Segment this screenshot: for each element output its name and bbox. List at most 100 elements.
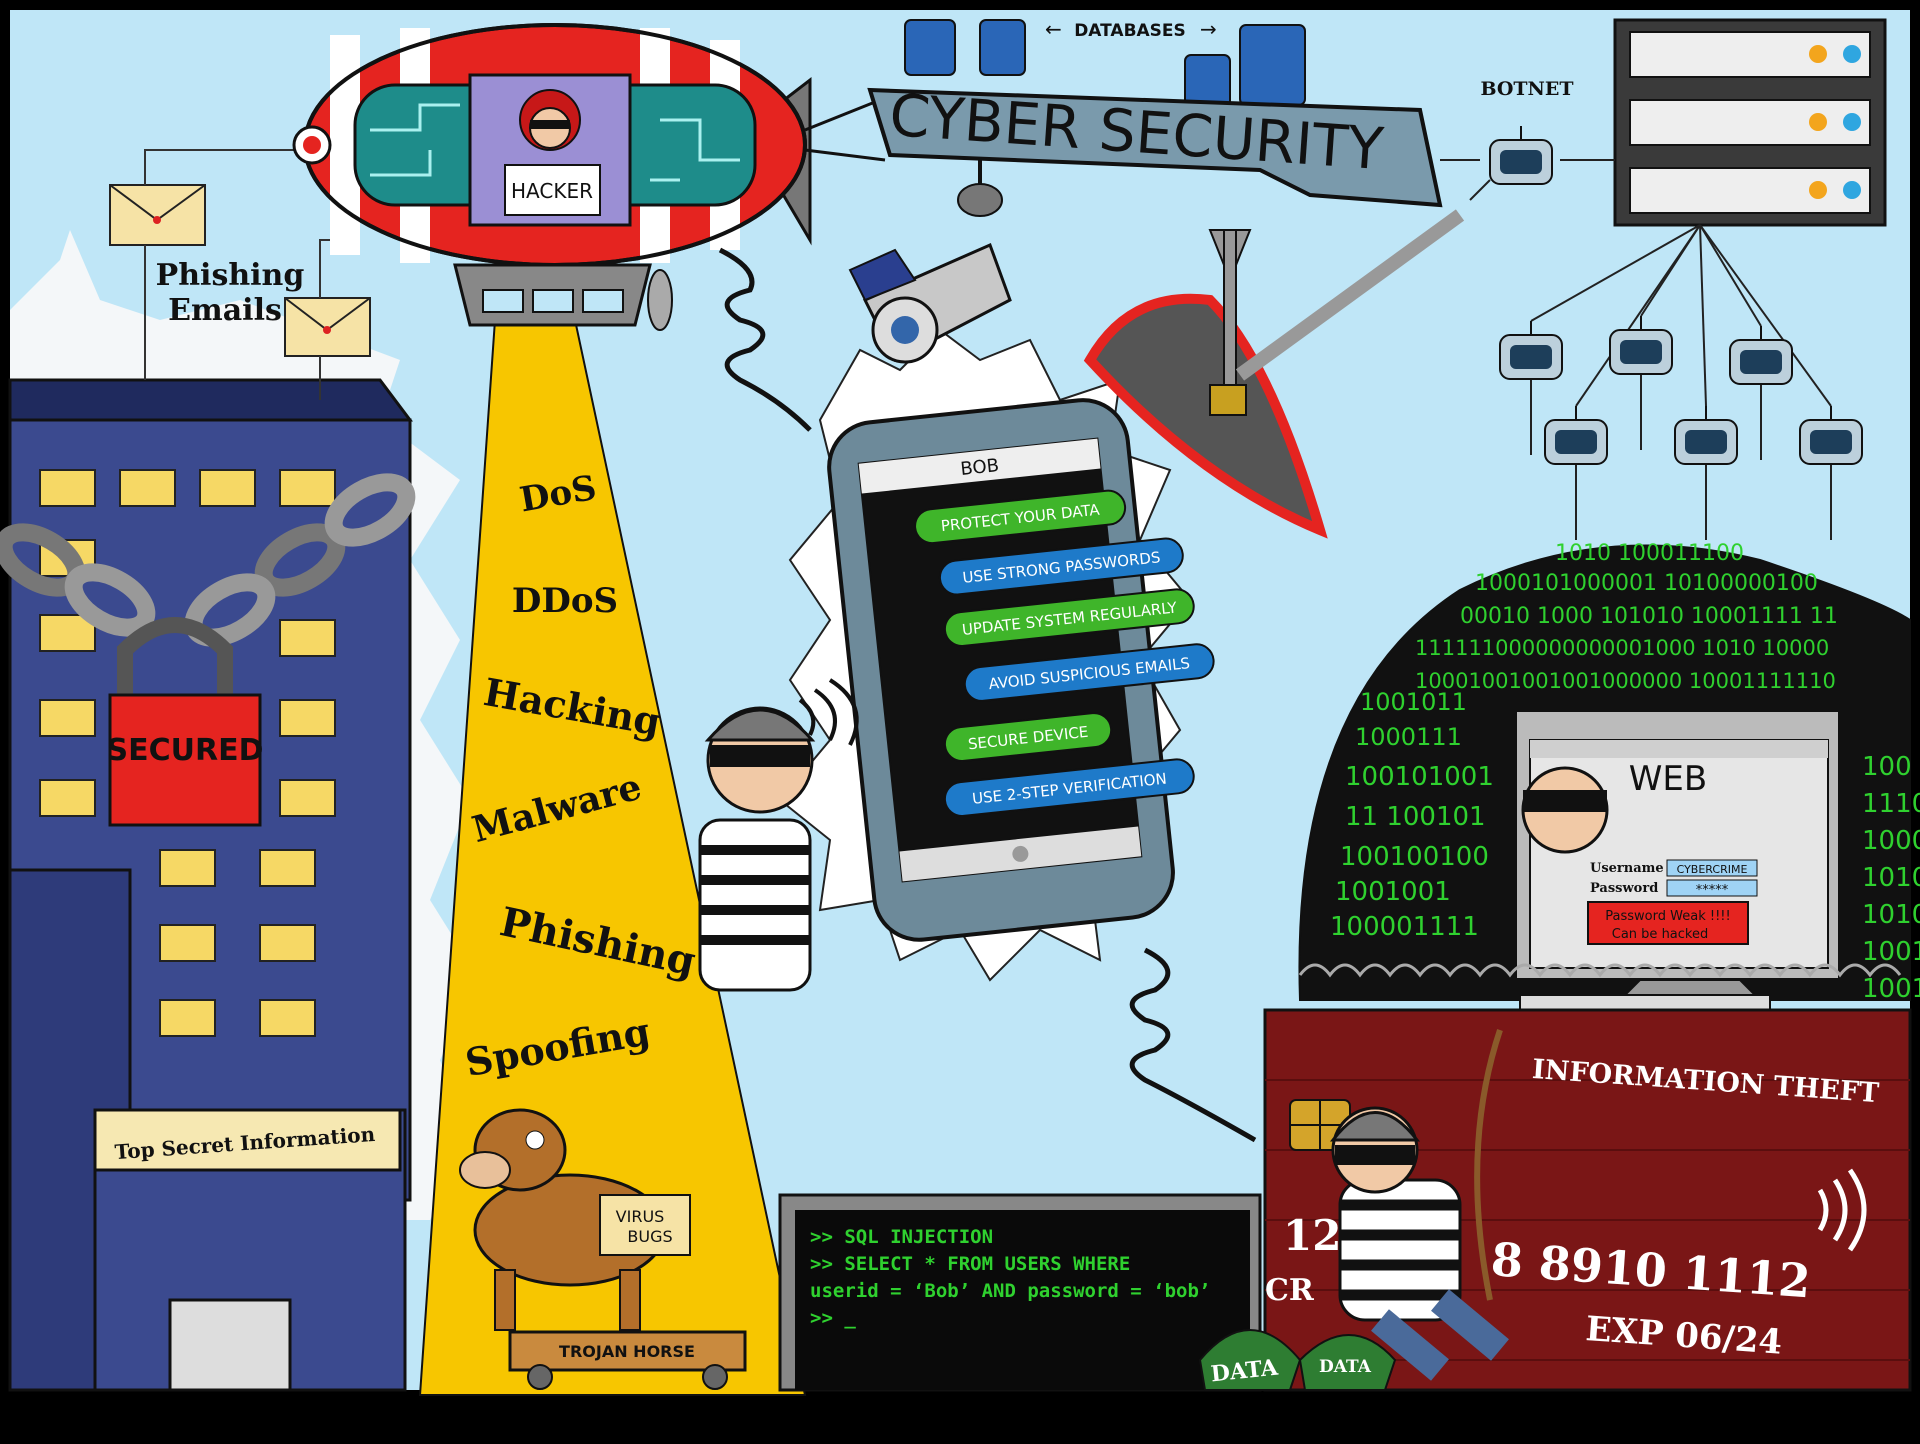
web-monitor: WEB Username CYBERCRIME Password ***** P… xyxy=(1513,708,1856,1054)
secured-label: SECURED xyxy=(107,733,264,768)
robot-bot-icon xyxy=(1489,126,1553,185)
window xyxy=(39,779,96,817)
robot-bot-icon xyxy=(1499,321,1563,380)
binary-line: 100100100 xyxy=(1340,842,1489,872)
window xyxy=(39,469,96,507)
robot-bot-icon xyxy=(1544,406,1608,465)
top-secret-sign: Top Secret Information xyxy=(93,1108,402,1172)
botnet-label: BOTNET xyxy=(1480,78,1573,100)
binary-line: 100101001 xyxy=(1345,762,1494,792)
window xyxy=(199,469,256,507)
window xyxy=(259,849,316,887)
binary-line: 1001001 xyxy=(1335,877,1451,907)
binary-line: 1001 xyxy=(1862,937,1920,967)
warning-box xyxy=(1587,901,1749,945)
robot-wire xyxy=(1699,224,1832,407)
binary-line: 10001001001001000000 10001111110 xyxy=(1415,669,1836,693)
card-cr: CR xyxy=(1265,1273,1315,1308)
phishing-emails-line2: Emails xyxy=(168,293,282,328)
robot-bot-icon xyxy=(1799,406,1863,465)
terminal-line: userid = ‘Bob’ AND password = ‘bob’ xyxy=(810,1280,1210,1302)
binary-line: 100 xyxy=(1862,752,1912,782)
barbed-wire xyxy=(1298,963,1902,978)
email-wires xyxy=(144,149,360,400)
window xyxy=(279,469,336,507)
window xyxy=(259,924,316,962)
phone-contact: BOB xyxy=(960,455,1001,480)
binary-line: 1000 xyxy=(1862,826,1920,856)
robot-wire xyxy=(1699,224,1762,327)
card-number-left: 12 xyxy=(1283,1211,1341,1260)
curly-wire-left xyxy=(718,247,812,432)
username-value: CYBERCRIME xyxy=(1677,863,1748,876)
warning-line2: Can be hacked xyxy=(1612,927,1708,942)
terminal-line: >> _ xyxy=(810,1307,856,1329)
binary-line: 00010 1000 101010 10001111 11 xyxy=(1460,604,1838,629)
databases-label: DATABASES xyxy=(1074,21,1186,41)
database-icons xyxy=(904,19,1306,111)
databases-arrow-left: ← xyxy=(1045,17,1062,41)
robot-wire xyxy=(1699,224,1707,407)
sql-terminal xyxy=(778,1193,1262,1392)
window xyxy=(159,924,216,962)
botnet-robots xyxy=(1489,126,1863,465)
binary-line: 11 100101 xyxy=(1345,802,1486,832)
binary-line: 1110 xyxy=(1862,789,1920,819)
eavesdropping-thief xyxy=(698,678,859,992)
terminal-line: >> SELECT * FROM USERS WHERE xyxy=(810,1253,1130,1275)
binary-line: 1001 xyxy=(1862,974,1920,1004)
hacker-sign: HACKER xyxy=(511,179,593,203)
window xyxy=(39,699,96,737)
binary-line: 1010 xyxy=(1862,863,1920,893)
threat-ddos: DDoS xyxy=(512,581,618,621)
padlock-secured: SECURED xyxy=(107,617,264,827)
username-label: Username xyxy=(1590,861,1664,876)
robot-wire xyxy=(1575,224,1701,407)
trojan-cart-label: TROJAN HORSE xyxy=(559,1342,695,1361)
robot-wire xyxy=(1530,224,1701,322)
password-label: Password xyxy=(1590,881,1658,896)
binary-line: 100001111 xyxy=(1330,912,1479,942)
botnet-link xyxy=(1440,159,1615,201)
email-envelope-icon xyxy=(109,184,206,246)
trojan-box-line2: BUGS xyxy=(627,1227,672,1246)
cyber-security-banner: CYBER SECURITY xyxy=(867,81,1443,208)
robot-bot-icon xyxy=(1609,316,1673,375)
password-value: ***** xyxy=(1696,883,1729,898)
window xyxy=(279,779,336,817)
phishing-emails-line1: Phishing xyxy=(156,258,305,293)
curly-wire-right xyxy=(1129,947,1257,1143)
window xyxy=(159,849,216,887)
hacker-blimp: HACKER xyxy=(292,23,886,331)
server-rack xyxy=(1613,18,1887,227)
databases-arrow-right: → xyxy=(1200,17,1217,41)
trojan-horse: VIRUS BUGS TROJAN HORSE xyxy=(459,1108,747,1390)
window xyxy=(259,999,316,1037)
robot-bot-icon xyxy=(1674,406,1738,465)
thief-on-rope xyxy=(1329,1029,1509,1381)
binary-line: 111111000000000001000 1010 10000 xyxy=(1415,636,1829,660)
password-field xyxy=(1666,879,1758,897)
shield-icon xyxy=(1083,209,1465,539)
trojan-box-line1: VIRUS xyxy=(616,1207,665,1226)
binary-line: 1010 100011100 xyxy=(1555,541,1744,566)
email-envelope-icon-2 xyxy=(284,297,371,357)
binary-line: 1001011 xyxy=(1360,688,1467,716)
warning-line1: Password Weak !!!! xyxy=(1605,909,1730,924)
binary-line: 1000111 xyxy=(1355,723,1462,751)
window xyxy=(279,699,336,737)
security-camera xyxy=(848,160,1012,364)
monitor-title: WEB xyxy=(1629,759,1707,799)
window xyxy=(279,619,336,657)
terminal-lines: >> SQL INJECTION >> SELECT * FROM USERS W… xyxy=(810,1226,1210,1329)
binary-line: 1000101000001 10100000100 xyxy=(1475,571,1818,596)
terminal-line: >> SQL INJECTION xyxy=(810,1226,993,1248)
binary-line: 1010 xyxy=(1862,900,1920,930)
window xyxy=(159,999,216,1037)
chat-message: SECURE DEVICE xyxy=(943,712,1113,762)
data-bag-2: DATA xyxy=(1319,1357,1372,1377)
robot-bot-icon xyxy=(1729,326,1793,385)
binary-text: 1010 100011100 1000101000001 10100000100 0… xyxy=(1330,541,1920,1004)
contactless-icon xyxy=(1817,1168,1867,1252)
